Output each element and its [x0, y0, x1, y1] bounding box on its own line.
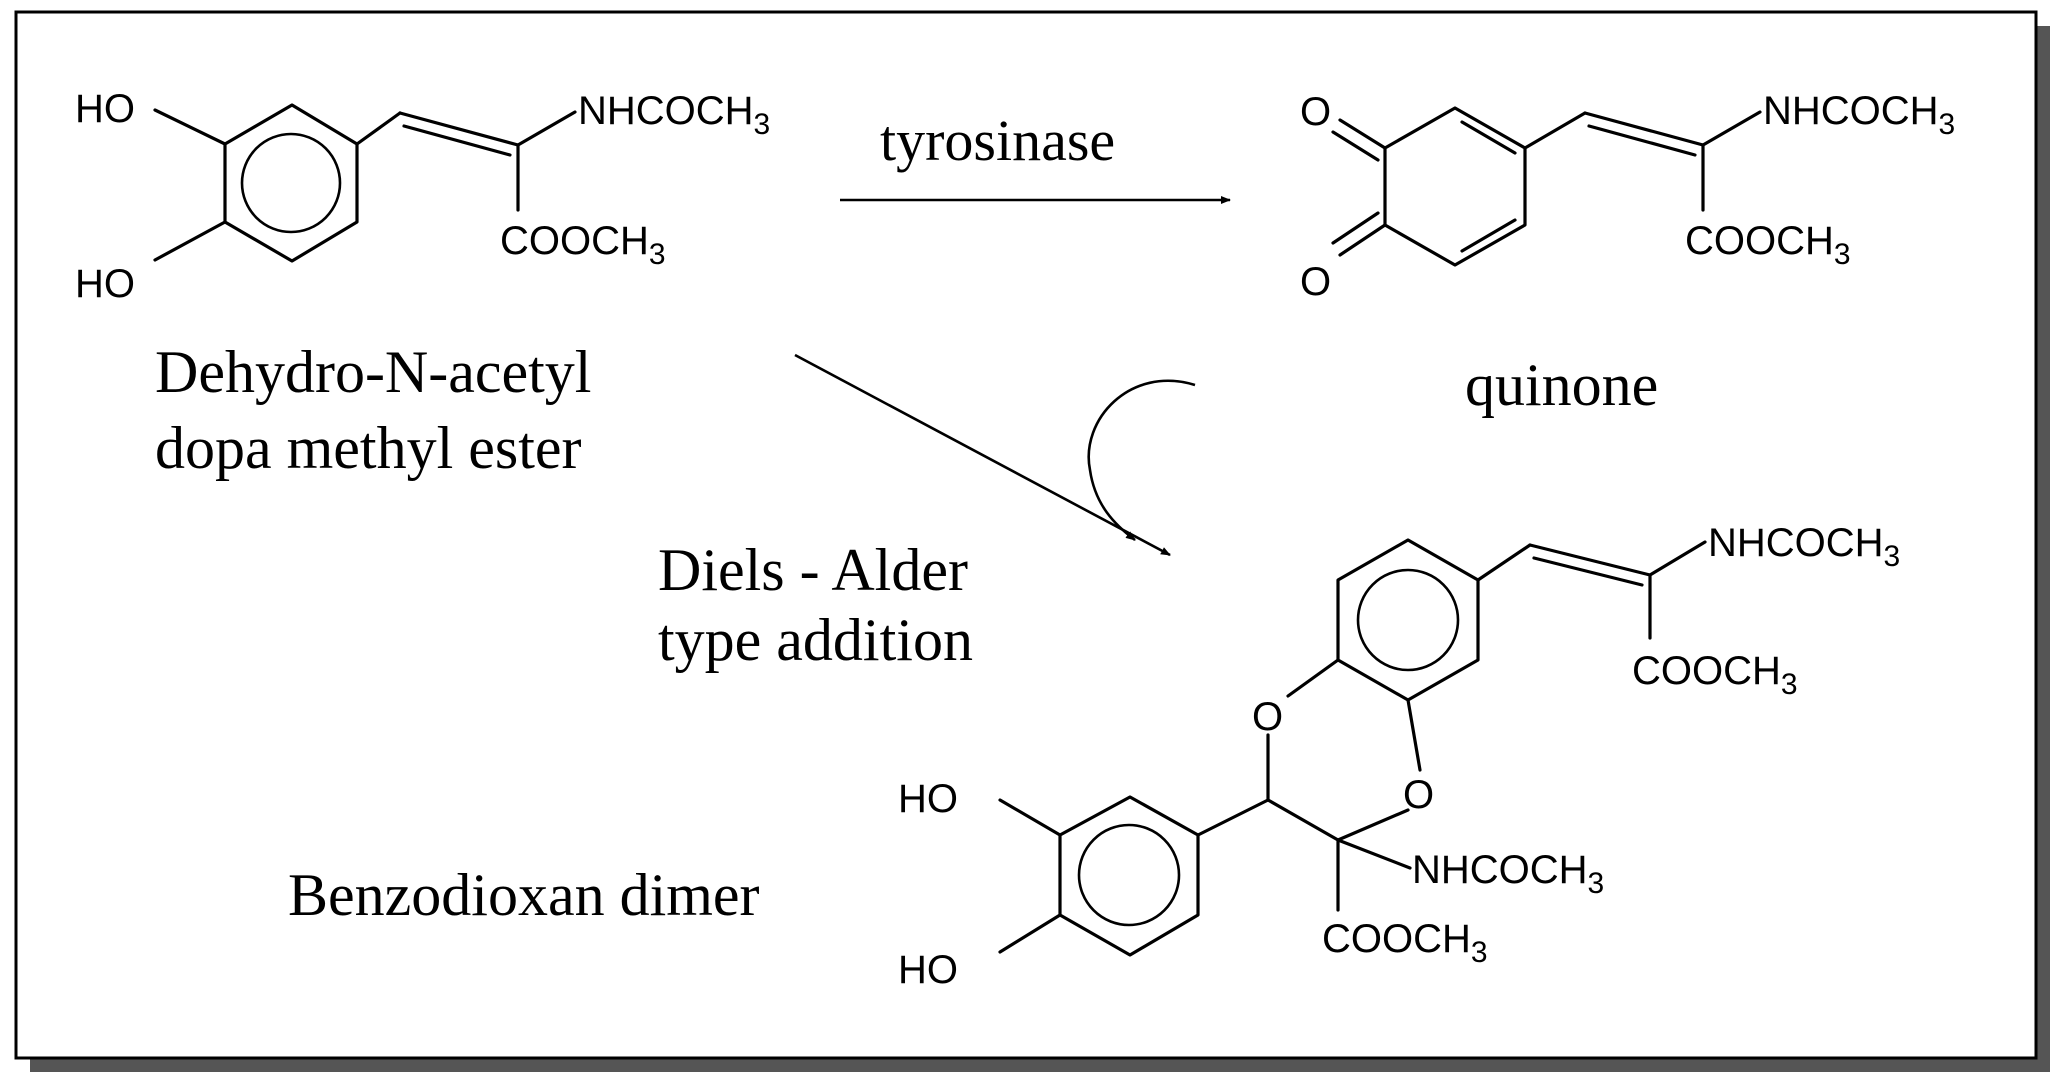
dimer-bond-vinyl: [1528, 543, 1652, 577]
reactant-bond-nh: [516, 110, 577, 147]
addition-label-line2: type addition: [658, 607, 973, 673]
reactant-ho-top-label: HO: [75, 87, 135, 131]
dimer-bond-oh-bottom: [998, 913, 1062, 954]
addition-label-line1: Diels - Alder: [658, 537, 968, 603]
dimer-bond-oh-top: [998, 798, 1062, 837]
dimer-upper-nhcoch3-label: NHCOCH3: [1708, 521, 1900, 573]
quinone-bond-vinyl-double: [1587, 124, 1697, 157]
dimer-bond-c-c: [1266, 798, 1340, 842]
quinone-cooch3-label: COOCH3: [1685, 219, 1851, 271]
dimer-bond-ring-o-left: [1286, 658, 1340, 698]
quinone-o-top-label: O: [1300, 90, 1331, 134]
dimer-bond-vinyl-double: [1532, 556, 1644, 587]
quinone-ring-double-bottom: [1460, 218, 1517, 253]
reactant-ho-bottom-label: HO: [75, 262, 135, 306]
reactant-bond-vinyl: [398, 111, 520, 147]
quinone-carbonyl-top: [1338, 118, 1387, 150]
reactant-name-line2: dopa methyl ester: [155, 415, 582, 481]
quinone-o-bottom-label: O: [1300, 260, 1331, 304]
reactant-name-line1: Dehydro-N-acetyl: [155, 339, 591, 405]
dimer-lower-nhcoch3-label: NHCOCH3: [1412, 848, 1604, 900]
quinone-name: quinone: [1465, 352, 1658, 418]
dimer-o-left-label: O: [1252, 695, 1283, 739]
reactant-aromatic-circle: [240, 132, 342, 234]
dimer-bond-lower-nh: [1336, 838, 1412, 870]
quinone-carbonyl-bottom: [1338, 223, 1387, 257]
quinone-nhcoch3-label: NHCOCH3: [1763, 89, 1955, 141]
diels-alder-arrow: [794, 353, 1171, 557]
figure-frame: [14, 10, 2038, 1060]
reactant-cooch3-label: COOCH3: [500, 219, 666, 271]
reactant-nhcoch3-label: NHCOCH3: [578, 89, 770, 141]
dimer-bond-ring-o-right: [1406, 698, 1422, 772]
dimer-lower-aromatic-circle: [1077, 823, 1181, 927]
reactant-bond-vinyl-double: [402, 124, 512, 157]
dimer-o-right-label: O: [1403, 773, 1434, 817]
dimer-ho-top-label: HO: [898, 777, 958, 821]
reactant-bond-oh-top: [153, 108, 227, 146]
dimer-structure: NHCOCH3 COOCH3 O O NHCOCH3 COOCH3 HO HO: [898, 521, 1900, 992]
dimer-upper-aromatic-circle: [1356, 568, 1460, 672]
dimer-ho-bottom-label: HO: [898, 948, 958, 992]
quinone-carbonyl-bottom-double: [1331, 211, 1380, 245]
quinone-bond-ring-vinyl: [1523, 111, 1587, 150]
reactant-bond-ring-vinyl: [355, 111, 402, 146]
dimer-bond-c-aryl: [1196, 798, 1270, 837]
quinone-carbonyl-top-double: [1331, 130, 1380, 162]
dimer-bond-c-o-right: [1336, 808, 1410, 842]
quinone-bond-vinyl: [1583, 111, 1705, 147]
dimer-upper-cooch3-label: COOCH3: [1632, 649, 1798, 701]
quinone-ring-double-top: [1460, 120, 1517, 155]
quinone-structure: O O NHCOCH3 COOCH3: [1300, 89, 1955, 304]
quinone-curved-arrow: [1087, 379, 1196, 542]
dimer-lower-cooch3-label: COOCH3: [1322, 917, 1488, 969]
quinone-bond-nh: [1701, 110, 1762, 147]
dimer-bond-ring-vinyl: [1476, 543, 1532, 582]
tyrosinase-label: tyrosinase: [880, 108, 1115, 173]
reactant-structure: HO HO NHCOCH3 COOCH3: [75, 87, 770, 306]
dimer-name: Benzodioxan dimer: [288, 862, 760, 928]
dimer-bond-upper-nh: [1648, 540, 1707, 577]
reactant-bond-oh-bottom: [153, 220, 227, 262]
